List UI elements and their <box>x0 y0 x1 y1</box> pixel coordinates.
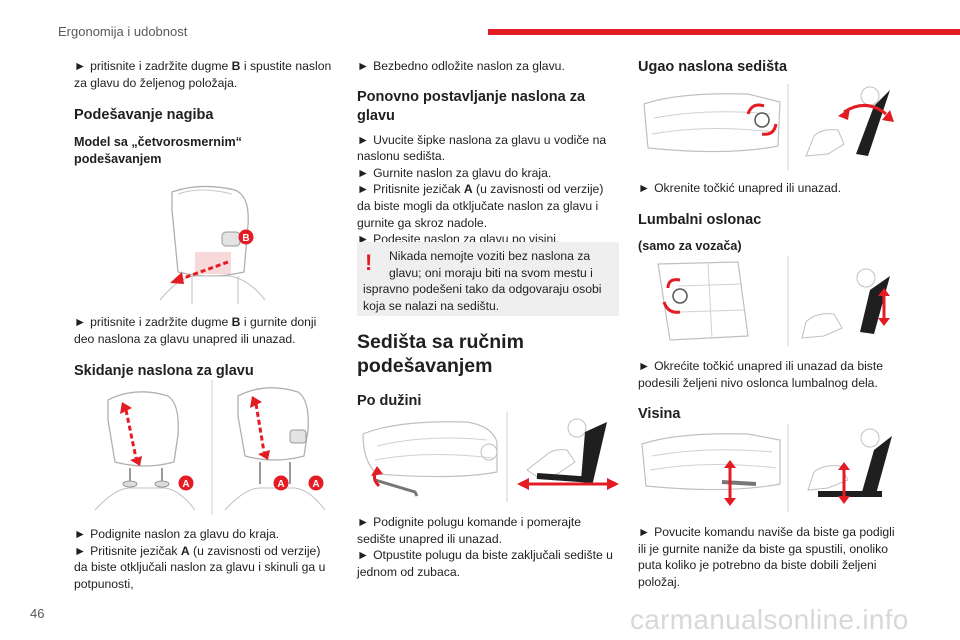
seat-longitudinal-illustration <box>362 412 619 502</box>
instruction-lower-headrest: ►pritisnite i zadržite dugme B i spustit… <box>74 59 332 90</box>
warning-box: ! Nikada nemojte voziti bez naslona za g… <box>357 242 619 316</box>
headrest-tilt-illustration: B <box>159 185 266 304</box>
column-3-angle-text: ►Okrenite točkić unapred ili unazad. Lum… <box>638 180 900 255</box>
column-2: ►Bezbedno odložite naslon za glavu. Pono… <box>357 58 619 248</box>
label-a: A <box>182 479 189 490</box>
instruction-height-control: ►Povucite komandu naviše da biste ga pod… <box>638 525 895 589</box>
column-1-bottom: ►Podignite naslon za glavu do kraja. ►Pr… <box>74 526 336 592</box>
column-1-lower: ►pritisnite i zadržite dugme B i gurnite… <box>74 314 336 381</box>
column-3-height-text: ►Povucite komandu naviše da biste ga pod… <box>638 524 900 590</box>
column-2-bottom: ►Podignite polugu komande i pomerajte se… <box>357 514 619 580</box>
bullet-arrow: ► <box>74 59 87 73</box>
instruction-insert-rods: ►Uvucite šipke naslona za glavu u vodiče… <box>357 132 607 164</box>
watermark: carmanualsonline.info <box>630 604 909 635</box>
warning-line-4: koja se nalazi na sedištu. <box>363 298 500 313</box>
column-3-lumbar-text: ►Okrećite točkić unapred ili unazad da b… <box>638 358 900 424</box>
instruction-press-tab: ►Pritisnite jezičak A (u zavisnosti od v… <box>74 543 326 591</box>
backrest-angle-illustration <box>643 84 894 170</box>
column-1: ►pritisnite i zadržite dugme B i spustit… <box>74 58 336 168</box>
heading-lumbar: Lumbalni oslonac <box>638 211 762 228</box>
warning-icon: ! <box>365 250 373 275</box>
instruction-lumbar-wheel: ►Okrećite točkić unapred ili unazad da b… <box>638 359 884 390</box>
heading-tilt-adjustment: Podešavanje nagiba <box>74 107 214 124</box>
headrest-removal-illustration: A A A <box>94 380 326 515</box>
header-accent-bar <box>488 29 960 35</box>
heading-backrest-angle: Ugao naslona sedišta <box>638 59 788 75</box>
heading-longitudinal: Po dužini <box>357 393 422 409</box>
heading-driver-only: (samo za vozača) <box>638 238 742 253</box>
instruction-press-tab-a: ►Pritisnite jezičak A (u zavisnosti od v… <box>357 182 604 230</box>
label-a: A <box>312 479 319 490</box>
heading-reinstall-headrest: Ponovno postavljanje naslona za glavu <box>357 88 586 124</box>
heading-remove-headrest: Skidanje naslona za glavu <box>74 363 254 380</box>
instruction-store-headrest: ►Bezbedno odložite naslon za glavu. <box>357 59 565 73</box>
instruction-raise-headrest: ►Podignite naslon za glavu do kraja. <box>74 527 280 541</box>
label-a: A <box>277 479 284 490</box>
seat-height-illustration <box>641 424 892 512</box>
heading-height: Visina <box>638 406 681 423</box>
heading-four-way-model: Model sa „četvorosmernim“ podešavanjem <box>74 135 242 167</box>
page-header-title: Ergonomija i udobnost <box>58 24 188 39</box>
instruction-turn-wheel: ►Okrenite točkić unapred ili unazad. <box>638 181 842 195</box>
warning-line-2: glavu; oni moraju biti na svom mestu i <box>389 265 593 280</box>
page-number: 46 <box>30 606 45 621</box>
instruction-tilt-headrest: ►pritisnite i zadržite dugme B i gurnite… <box>74 315 317 346</box>
label-b: B <box>242 233 249 244</box>
column-2-lower: Sedišta sa ručnim podešavanjem Po dužini <box>357 330 619 411</box>
instruction-push-down: ►Gurnite naslon za glavu do kraja. <box>357 165 552 180</box>
warning-line-1: Nikada nemojte voziti bez naslona za <box>389 249 591 263</box>
instruction-lift-lever: ►Podignite polugu komande i pomerajte se… <box>357 515 582 546</box>
warning-line-3: ispravno podešeni tako da odgovaraju oso… <box>363 282 602 296</box>
lumbar-support-illustration <box>657 256 890 346</box>
instruction-release-lever: ►Otpustite polugu da biste zaključali se… <box>357 548 613 579</box>
column-3: Ugao naslona sedišta <box>638 58 900 77</box>
heading-manual-seats: Sedišta sa ručnim podešavanjem <box>357 331 524 377</box>
